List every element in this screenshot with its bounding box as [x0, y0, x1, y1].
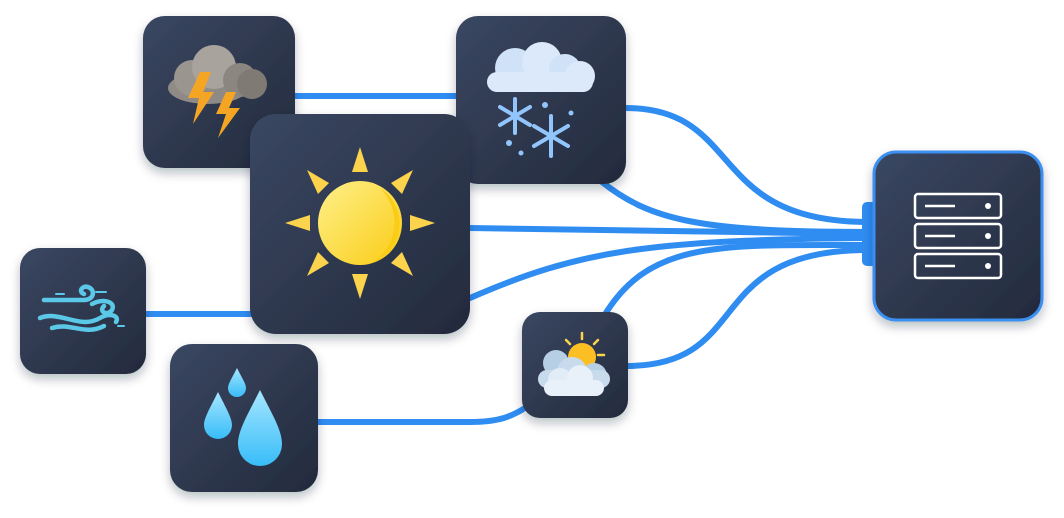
sun-icon: [285, 147, 435, 299]
server-rack-icon: [913, 192, 1003, 280]
connector-sun-lower-to-server: [467, 235, 871, 301]
snowflake-icon: [498, 97, 532, 135]
connector-sun-to-server: [467, 225, 871, 237]
connector-partly-cloudy-to-server: [623, 247, 871, 369]
rain-node: [170, 344, 318, 492]
thunderstorm-icon: [168, 45, 267, 138]
rain-drops-icon: [204, 368, 282, 466]
wind-icon: [37, 284, 120, 332]
snowflake-large-icon: [532, 114, 570, 158]
connector-snow-to-server: [622, 105, 871, 225]
wind-streaks-icon: [55, 291, 125, 327]
partly-cloudy-icon: [538, 331, 610, 396]
connector-rain-to-partly-cloudy: [315, 405, 528, 425]
connector-snow-bottom-to-server: [599, 179, 871, 235]
server-node: [872, 150, 1044, 322]
connector-lines: [142, 93, 871, 425]
partly-cloudy-node: [522, 312, 628, 418]
server-status-lights: [985, 203, 991, 269]
connector-partly-cloudy-top-to-server: [601, 241, 871, 319]
sun-node: [250, 114, 470, 334]
snow-node: [456, 16, 626, 184]
wind-node: [20, 248, 146, 374]
snow-cloud-icon: [487, 42, 595, 158]
